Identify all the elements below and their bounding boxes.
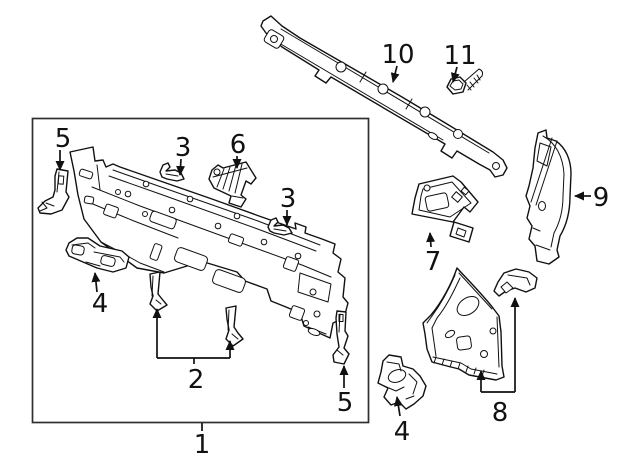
callout-6: 6: [230, 130, 247, 160]
callout-2: 2: [188, 365, 205, 395]
callout-1: 1: [194, 430, 211, 460]
part-8-small-bracket: [493, 268, 538, 297]
part-7-bracket: [411, 175, 479, 243]
callout-4-outer: 4: [394, 417, 411, 447]
callout-11: 11: [443, 41, 476, 71]
callout-3-upper: 3: [175, 133, 192, 163]
leader-4-outer: [393, 396, 403, 417]
part-1-rear-body-panel: [69, 146, 349, 339]
part-2-clip-left: [149, 271, 168, 312]
part-9-pillar-panel: [525, 129, 572, 265]
leader-10: [390, 65, 400, 83]
callout-leaders: [55, 65, 591, 431]
part-2-clip-right: [225, 305, 244, 347]
callout-3-lower: 3: [280, 184, 297, 214]
part-6-ribbed-bracket: [208, 161, 257, 208]
leader-7: [426, 232, 436, 248]
callout-4-inner: 4: [92, 289, 109, 319]
part-3-lower-clip: [267, 217, 293, 236]
leader-11: [450, 66, 460, 83]
leader-4-inner: [91, 272, 101, 293]
leader-8: [476, 297, 520, 393]
part-5-right-bracket: [332, 310, 350, 365]
callout-7: 7: [425, 247, 442, 277]
leader-3-upper: [176, 158, 186, 176]
callout-9: 9: [593, 183, 610, 213]
part-4-inner-bracket: [65, 237, 130, 273]
part-4-outer-bracket: [377, 354, 427, 410]
part-8-corner-panel: [422, 267, 505, 381]
part-5-left-bracket: [37, 168, 70, 215]
callout-5-right: 5: [337, 388, 354, 418]
assembly-boundary-box: [31, 117, 370, 424]
leader-2: [152, 308, 235, 364]
callout-labels: 5 3 6 3 4 2 5 1 10 11 9 7 8 4: [55, 40, 610, 460]
callout-8: 8: [492, 398, 509, 428]
callout-10: 10: [381, 40, 414, 70]
part-10-rail: [260, 15, 508, 178]
callout-5-left: 5: [55, 124, 72, 154]
